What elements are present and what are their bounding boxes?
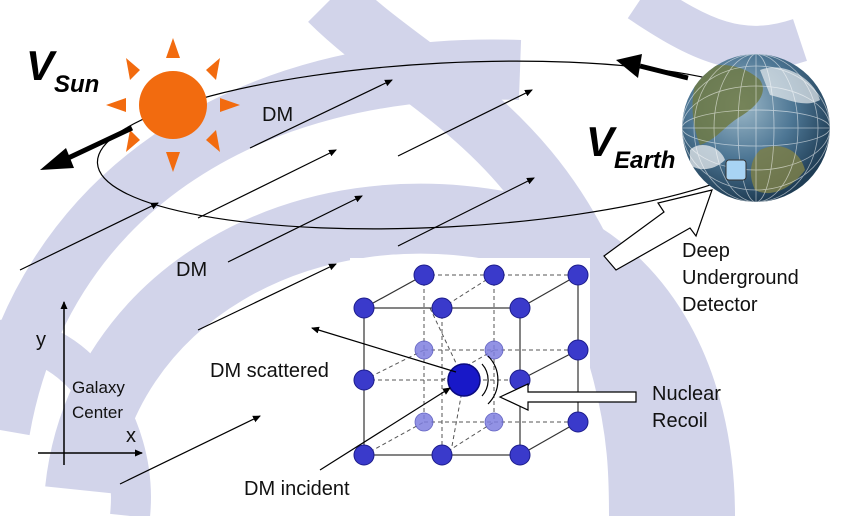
nuclear-recoil-line2: Recoil <box>652 410 708 432</box>
lattice-atom <box>567 411 589 433</box>
struck-nucleus <box>447 363 481 397</box>
v-sun-subscript: Sun <box>54 71 99 98</box>
v-earth-subscript: Earth <box>614 147 675 174</box>
lattice-atom <box>483 264 505 286</box>
dm-arrow <box>119 415 261 485</box>
lattice-atom <box>484 340 504 360</box>
dm-label-top: DM <box>262 104 293 126</box>
lattice-atom <box>414 340 434 360</box>
dm-arrow <box>227 195 363 263</box>
background-arcs <box>0 0 807 516</box>
lattice-atom <box>353 444 375 466</box>
sun-velocity-arrow <box>40 125 134 170</box>
axis-y-label: y <box>36 329 46 351</box>
dm-arrow <box>197 263 337 331</box>
galaxy-axes: y x Galaxy Center <box>36 301 143 465</box>
dm-incident-label: DM incident <box>244 478 350 500</box>
deep-underground-detector-label: Deep Underground Detector <box>682 240 799 316</box>
detector-pointer-arrow <box>603 189 713 271</box>
v-sun-letter: V <box>26 42 57 89</box>
dm-scattered-label: DM scattered <box>210 360 329 382</box>
v-earth-label: VEarth <box>586 118 675 174</box>
dm-arrow <box>197 149 337 219</box>
earth-icon <box>682 54 830 202</box>
earth-velocity-arrow <box>616 54 689 81</box>
lattice-atom <box>431 444 453 466</box>
galaxy-center-line1: Galaxy <box>72 378 125 397</box>
dm-arrow <box>397 89 533 157</box>
dm-flow-arrows <box>19 79 535 485</box>
axis-x-label: x <box>126 425 136 447</box>
lattice-atom <box>413 264 435 286</box>
lattice-atom <box>567 339 589 361</box>
dm-scattered-arrow <box>311 326 457 373</box>
dm-arrow <box>249 79 393 149</box>
lattice-atom <box>567 264 589 286</box>
lattice-atom <box>353 369 375 391</box>
lattice-atom <box>509 297 531 319</box>
dm-arrow <box>19 202 159 271</box>
dm-label-middle: DM <box>176 259 207 281</box>
lattice-atom <box>353 297 375 319</box>
v-earth-letter: V <box>586 118 617 165</box>
svg-text:Deep: Deep <box>682 240 730 262</box>
nuclear-recoil-arrow <box>498 383 637 411</box>
lattice-atom <box>484 412 504 432</box>
dm-arrow <box>397 177 535 247</box>
nuclear-recoil-line1: Nuclear <box>652 383 721 405</box>
svg-text:Underground: Underground <box>682 267 799 289</box>
sun-icon <box>106 38 240 172</box>
detector-location-icon <box>725 159 747 181</box>
v-sun-label: VSun <box>26 42 99 98</box>
svg-text:Detector: Detector <box>682 294 758 316</box>
crystal-lattice <box>350 258 590 468</box>
dm-interaction-arrows <box>311 326 457 471</box>
dm-incident-arrow <box>319 387 451 471</box>
galaxy-center-line2: Center <box>72 403 123 422</box>
lattice-atom <box>414 412 434 432</box>
lattice-atom <box>431 297 453 319</box>
lattice-atom <box>509 444 531 466</box>
